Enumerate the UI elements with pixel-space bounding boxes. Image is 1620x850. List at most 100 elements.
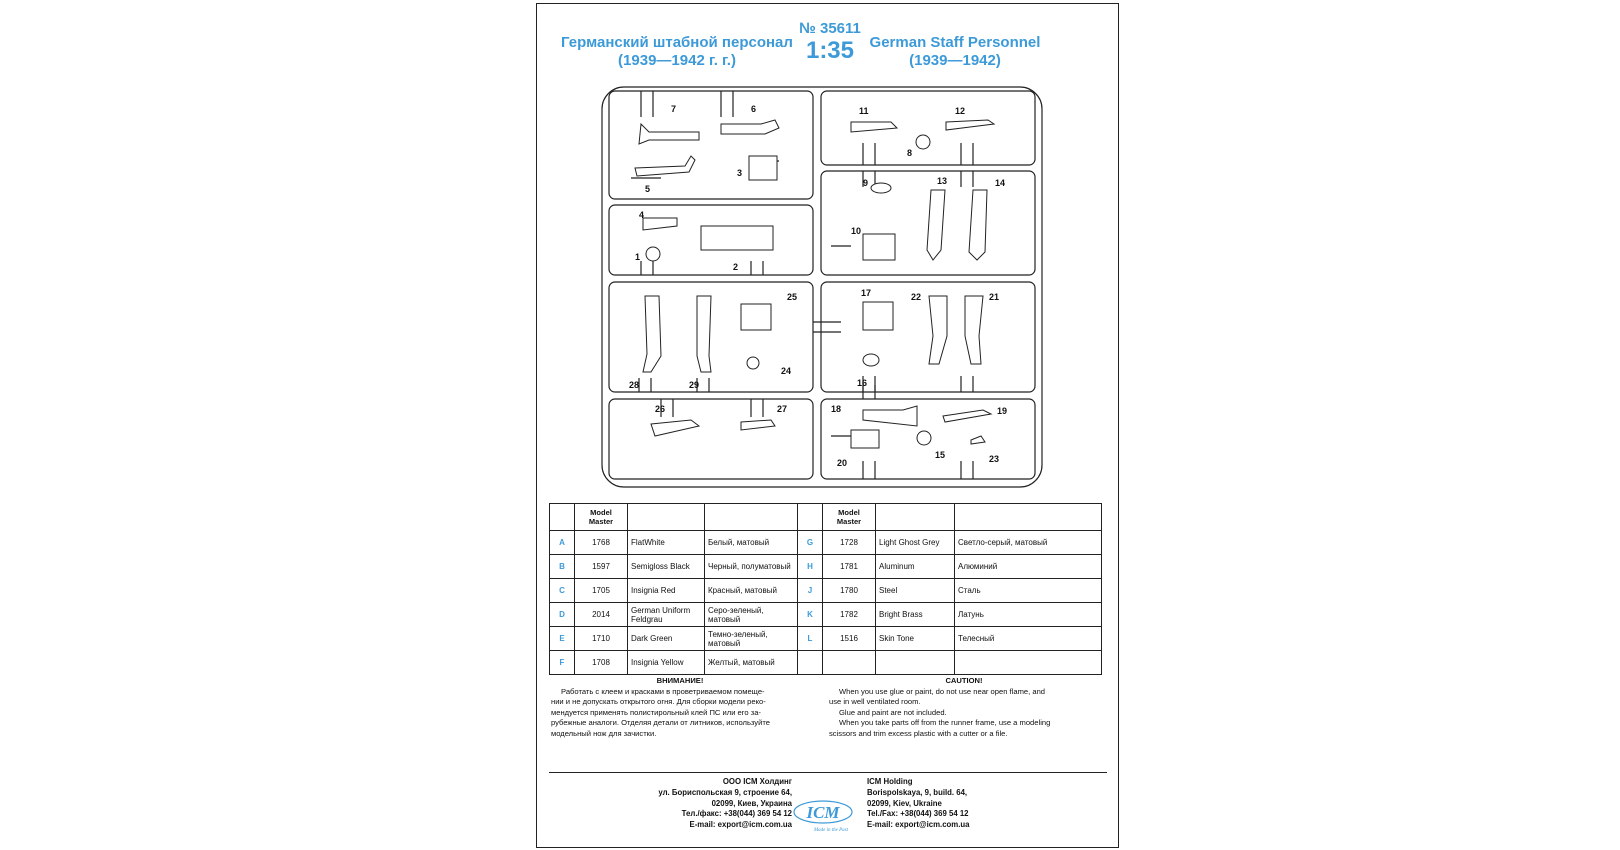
caution-en-line: Glue and paint are not included. [839, 707, 947, 717]
svg-text:ICM: ICM [805, 803, 840, 822]
paint-cell-len: Insignia Red [627, 578, 705, 603]
svg-text:2: 2 [733, 262, 738, 272]
svg-text:15: 15 [935, 450, 945, 460]
svg-text:19: 19 [997, 406, 1007, 416]
svg-text:9: 9 [863, 178, 868, 188]
kit-scale: 1:35 [805, 37, 855, 64]
footer-divider [549, 772, 1107, 773]
part-1 [645, 246, 661, 262]
paint-cell-ren [875, 650, 955, 675]
paint-cell-lnum: 1597 [574, 554, 628, 579]
svg-text:24: 24 [781, 366, 791, 376]
paint-cell-lnum: 1705 [574, 578, 628, 603]
address-ru-line: ООО ICM Холдинг [722, 777, 792, 786]
paint-cell-ren: Bright Brass [875, 602, 955, 627]
svg-text:26: 26 [655, 404, 665, 414]
svg-text:12: 12 [955, 106, 965, 116]
icm-logo: ICM Made in the Past [791, 794, 855, 834]
title-en-text: German Staff Personnel [869, 34, 1041, 51]
paint-cell-rru: Светло-серый, матовый [954, 530, 1102, 555]
title-ru: Германский штабной персонал (1939—1942 г… [557, 34, 797, 70]
part-8 [915, 134, 931, 150]
caution-en-title: CAUTION! [945, 676, 983, 685]
header-cell: Model Master [574, 503, 628, 531]
title-ru-text: Германский штабной персонал [561, 34, 793, 51]
part-20 [850, 429, 880, 449]
paint-table-header: Model Master Model Master [549, 503, 1102, 531]
header-cell [954, 503, 1102, 531]
svg-text:20: 20 [837, 458, 847, 468]
years-en-text: (1939—1942) [909, 52, 1001, 69]
svg-text:5: 5 [645, 184, 650, 194]
svg-text:7: 7 [671, 104, 676, 114]
paint-cell-rnum: 1728 [822, 530, 876, 555]
paint-cell-lcode: F [549, 650, 575, 675]
svg-text:4: 4 [639, 210, 644, 220]
paint-cell-lcode: C [549, 578, 575, 603]
caution-ru-line: модельный нож для зачистки. [551, 728, 657, 738]
address-en-line: 02099, Kiev, Ukraine [867, 798, 942, 808]
paint-cell-lcode: E [549, 626, 575, 651]
address-en-line: Tel./Fax: +38(044) 369 54 12 [867, 809, 969, 819]
part-17 [862, 301, 894, 331]
sprue-cell [820, 170, 1036, 276]
part-9 [870, 182, 892, 194]
paint-cell-rnum: 1781 [822, 554, 876, 579]
svg-text:27: 27 [777, 404, 787, 414]
paint-cell-lcode: B [549, 554, 575, 579]
svg-text:22: 22 [911, 292, 921, 302]
svg-text:Made in the Past: Made in the Past [813, 828, 849, 833]
paint-cell-lru: Серо-зеленый, матовый [704, 602, 798, 627]
part-25 [740, 303, 772, 331]
paint-cell-rcode: L [797, 626, 823, 651]
svg-text:14: 14 [995, 178, 1005, 188]
paint-cell-rru [954, 650, 1102, 675]
svg-text:25: 25 [787, 292, 797, 302]
sprue-cell [820, 281, 1036, 393]
paint-cell-rru: Алюминий [954, 554, 1102, 579]
svg-text:6: 6 [751, 104, 756, 114]
svg-text:8: 8 [907, 148, 912, 158]
paint-cell-rnum: 1780 [822, 578, 876, 603]
part-16 [862, 353, 880, 367]
sprue-cell [608, 90, 814, 200]
paint-cell-ren: Aluminum [875, 554, 955, 579]
part-10 [862, 233, 896, 261]
paint-cell-lnum: 1708 [574, 650, 628, 675]
part-2 [700, 225, 774, 251]
paint-cell-rcode: J [797, 578, 823, 603]
address-en: ICM Holding Borispolskaya, 9, build. 64,… [867, 777, 1067, 831]
kit-number: № 35611 [799, 20, 861, 37]
caution-ru-line: Работать с клеем и красками в проветрива… [561, 686, 765, 696]
header-cell [704, 503, 798, 531]
address-en-line: Borispolskaya, 9, build. 64, [867, 787, 968, 797]
caution-ru: ВНИМАНИЕ! Работать с клеем и красками в … [551, 676, 809, 740]
svg-text:16: 16 [857, 378, 867, 388]
header-cell [549, 503, 575, 531]
header-cell: Model Master [822, 503, 876, 531]
part-24 [746, 356, 760, 370]
svg-text:18: 18 [831, 404, 841, 414]
sprue-cell [820, 398, 1036, 480]
paint-cell-rru: Латунь [954, 602, 1102, 627]
svg-text:21: 21 [989, 292, 999, 302]
part-3 [748, 155, 778, 181]
caution-ru-line: рубежные аналоги. Отделяя детали от литн… [551, 718, 770, 728]
caution-ru-title: ВНИМАНИЕ! [656, 676, 704, 685]
paint-cell-lcode: D [549, 602, 575, 627]
paint-cell-ren: Light Ghost Grey [875, 530, 955, 555]
svg-text:10: 10 [851, 226, 861, 236]
address-en-line: E-mail: export@icm.com.ua [867, 820, 970, 830]
sprue-cell [608, 398, 814, 480]
paint-cell-rru: Сталь [954, 578, 1102, 603]
header-cell [627, 503, 705, 531]
caution-en-line: When you take parts off from the runner … [839, 718, 1051, 728]
paint-cell-rnum [822, 650, 876, 675]
paint-cell-lru: Темно-зеленый, матовый [704, 626, 798, 651]
address-ru-line: ул. Бориспольская 9, строение 64, [658, 787, 792, 797]
paint-cell-lru: Белый, матовый [704, 530, 798, 555]
